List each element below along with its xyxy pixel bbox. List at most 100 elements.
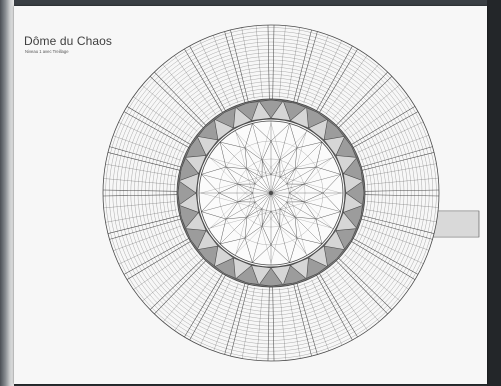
sector-rib xyxy=(279,288,287,361)
star-chord xyxy=(270,132,307,264)
star-chord xyxy=(235,157,332,254)
outer-slat-ring xyxy=(148,70,394,316)
truss-inverted-triangle xyxy=(205,112,225,128)
sector-divider xyxy=(123,238,189,275)
truss-inverted-triangle xyxy=(360,168,365,194)
truss-triangle xyxy=(307,245,329,268)
center-hub xyxy=(269,191,273,195)
truss-inverted-triangle xyxy=(270,282,296,287)
sector-divider xyxy=(267,286,270,361)
geodesic-chord xyxy=(270,123,298,149)
sector-divider xyxy=(224,283,246,355)
truss-triangle xyxy=(251,100,272,121)
truss-triangle xyxy=(213,245,235,268)
geodesic-chord xyxy=(219,141,246,168)
sector-rib xyxy=(113,135,181,161)
outer-slat-ring xyxy=(137,59,405,327)
truss-triangle xyxy=(251,265,272,286)
sector-rib xyxy=(142,85,198,132)
truss-inverted-triangle xyxy=(351,216,362,240)
sector-rib xyxy=(103,178,176,185)
sector-divider xyxy=(103,189,178,192)
outer-slat-ring xyxy=(173,95,369,291)
sector-divider xyxy=(230,29,249,102)
sector-rib xyxy=(279,25,286,98)
inner-spoke xyxy=(270,192,308,256)
geodesic-chord xyxy=(296,141,323,168)
sector-divider xyxy=(353,238,419,275)
star-chord xyxy=(235,122,272,254)
truss-triangle xyxy=(213,118,235,141)
truss-inverted-triangle xyxy=(294,273,318,284)
sector-rib xyxy=(199,40,231,107)
sector-rib xyxy=(118,122,184,153)
sector-divider xyxy=(126,241,191,280)
star-chord xyxy=(210,132,307,229)
sector-divider xyxy=(351,106,416,145)
sector-rib xyxy=(133,248,193,290)
sector-rib xyxy=(142,254,198,302)
sector-rib xyxy=(349,247,409,290)
sector-divider xyxy=(293,29,312,102)
sector-rib xyxy=(361,225,429,251)
sector-divider xyxy=(189,45,226,111)
truss-triangle xyxy=(184,155,207,175)
truss-triangle xyxy=(178,173,199,194)
sector-rib xyxy=(200,280,231,346)
outer-slat-ring xyxy=(116,38,426,348)
truss-triangle xyxy=(289,257,309,280)
truss-inverted-triangle xyxy=(317,258,337,274)
sector-rib xyxy=(325,55,368,115)
sector-rib xyxy=(361,135,429,161)
star-chord xyxy=(270,122,307,254)
sector-divider xyxy=(184,273,223,338)
truss-inverted-triangle xyxy=(317,112,337,128)
sector-rib xyxy=(118,233,185,265)
sector-divider xyxy=(364,189,439,192)
inner-ring xyxy=(236,158,306,228)
star-chord xyxy=(210,157,342,194)
sector-rib xyxy=(357,121,424,153)
sector-divider xyxy=(319,48,358,113)
sector-rib xyxy=(311,279,343,346)
sector-divider xyxy=(336,260,388,315)
sector-rib xyxy=(332,266,380,322)
drawing-sheet: Dôme du Chaos Niveau 1 avec Treillage xyxy=(14,6,487,384)
truss-triangle xyxy=(289,106,309,129)
sector-divider xyxy=(109,218,181,240)
geodesic-chord xyxy=(315,166,341,194)
sector-rib xyxy=(326,271,368,331)
sector-divider xyxy=(154,71,206,126)
outer-slat-ring xyxy=(159,81,383,305)
drawing-subtitle: Niveau 1 avec Treillage xyxy=(25,49,69,54)
drawing-title: Dôme du Chaos xyxy=(24,34,113,48)
outer-slat-ring xyxy=(130,52,412,334)
truss-inverted-triangle xyxy=(246,282,272,287)
sector-divider xyxy=(103,194,178,197)
sector-divider xyxy=(293,284,312,357)
sector-rib xyxy=(133,96,193,139)
star-chord xyxy=(200,192,332,229)
truss-inverted-triangle xyxy=(177,168,182,194)
sector-rib xyxy=(241,27,255,99)
inner-dome xyxy=(198,120,344,266)
star-chord xyxy=(200,157,332,194)
outer-slat-ring xyxy=(141,63,401,323)
outer-slat-ring xyxy=(112,34,430,352)
geodesic-chord xyxy=(315,192,341,220)
truss-triangle xyxy=(196,229,219,251)
outer-slat-ring xyxy=(134,56,408,330)
backdrop-top xyxy=(0,0,501,6)
sector-rib xyxy=(213,35,239,103)
geodesic-chord xyxy=(296,218,323,245)
star-chord xyxy=(210,157,307,254)
truss-triangle xyxy=(335,211,358,231)
truss-triangle xyxy=(233,257,253,280)
sector-rib xyxy=(105,163,177,177)
sector-rib xyxy=(256,288,263,361)
sector-rib xyxy=(287,287,301,359)
truss-triangle xyxy=(184,211,207,231)
sector-rib xyxy=(303,35,329,103)
truss-triangle xyxy=(270,265,291,286)
sector-divider xyxy=(351,241,416,280)
